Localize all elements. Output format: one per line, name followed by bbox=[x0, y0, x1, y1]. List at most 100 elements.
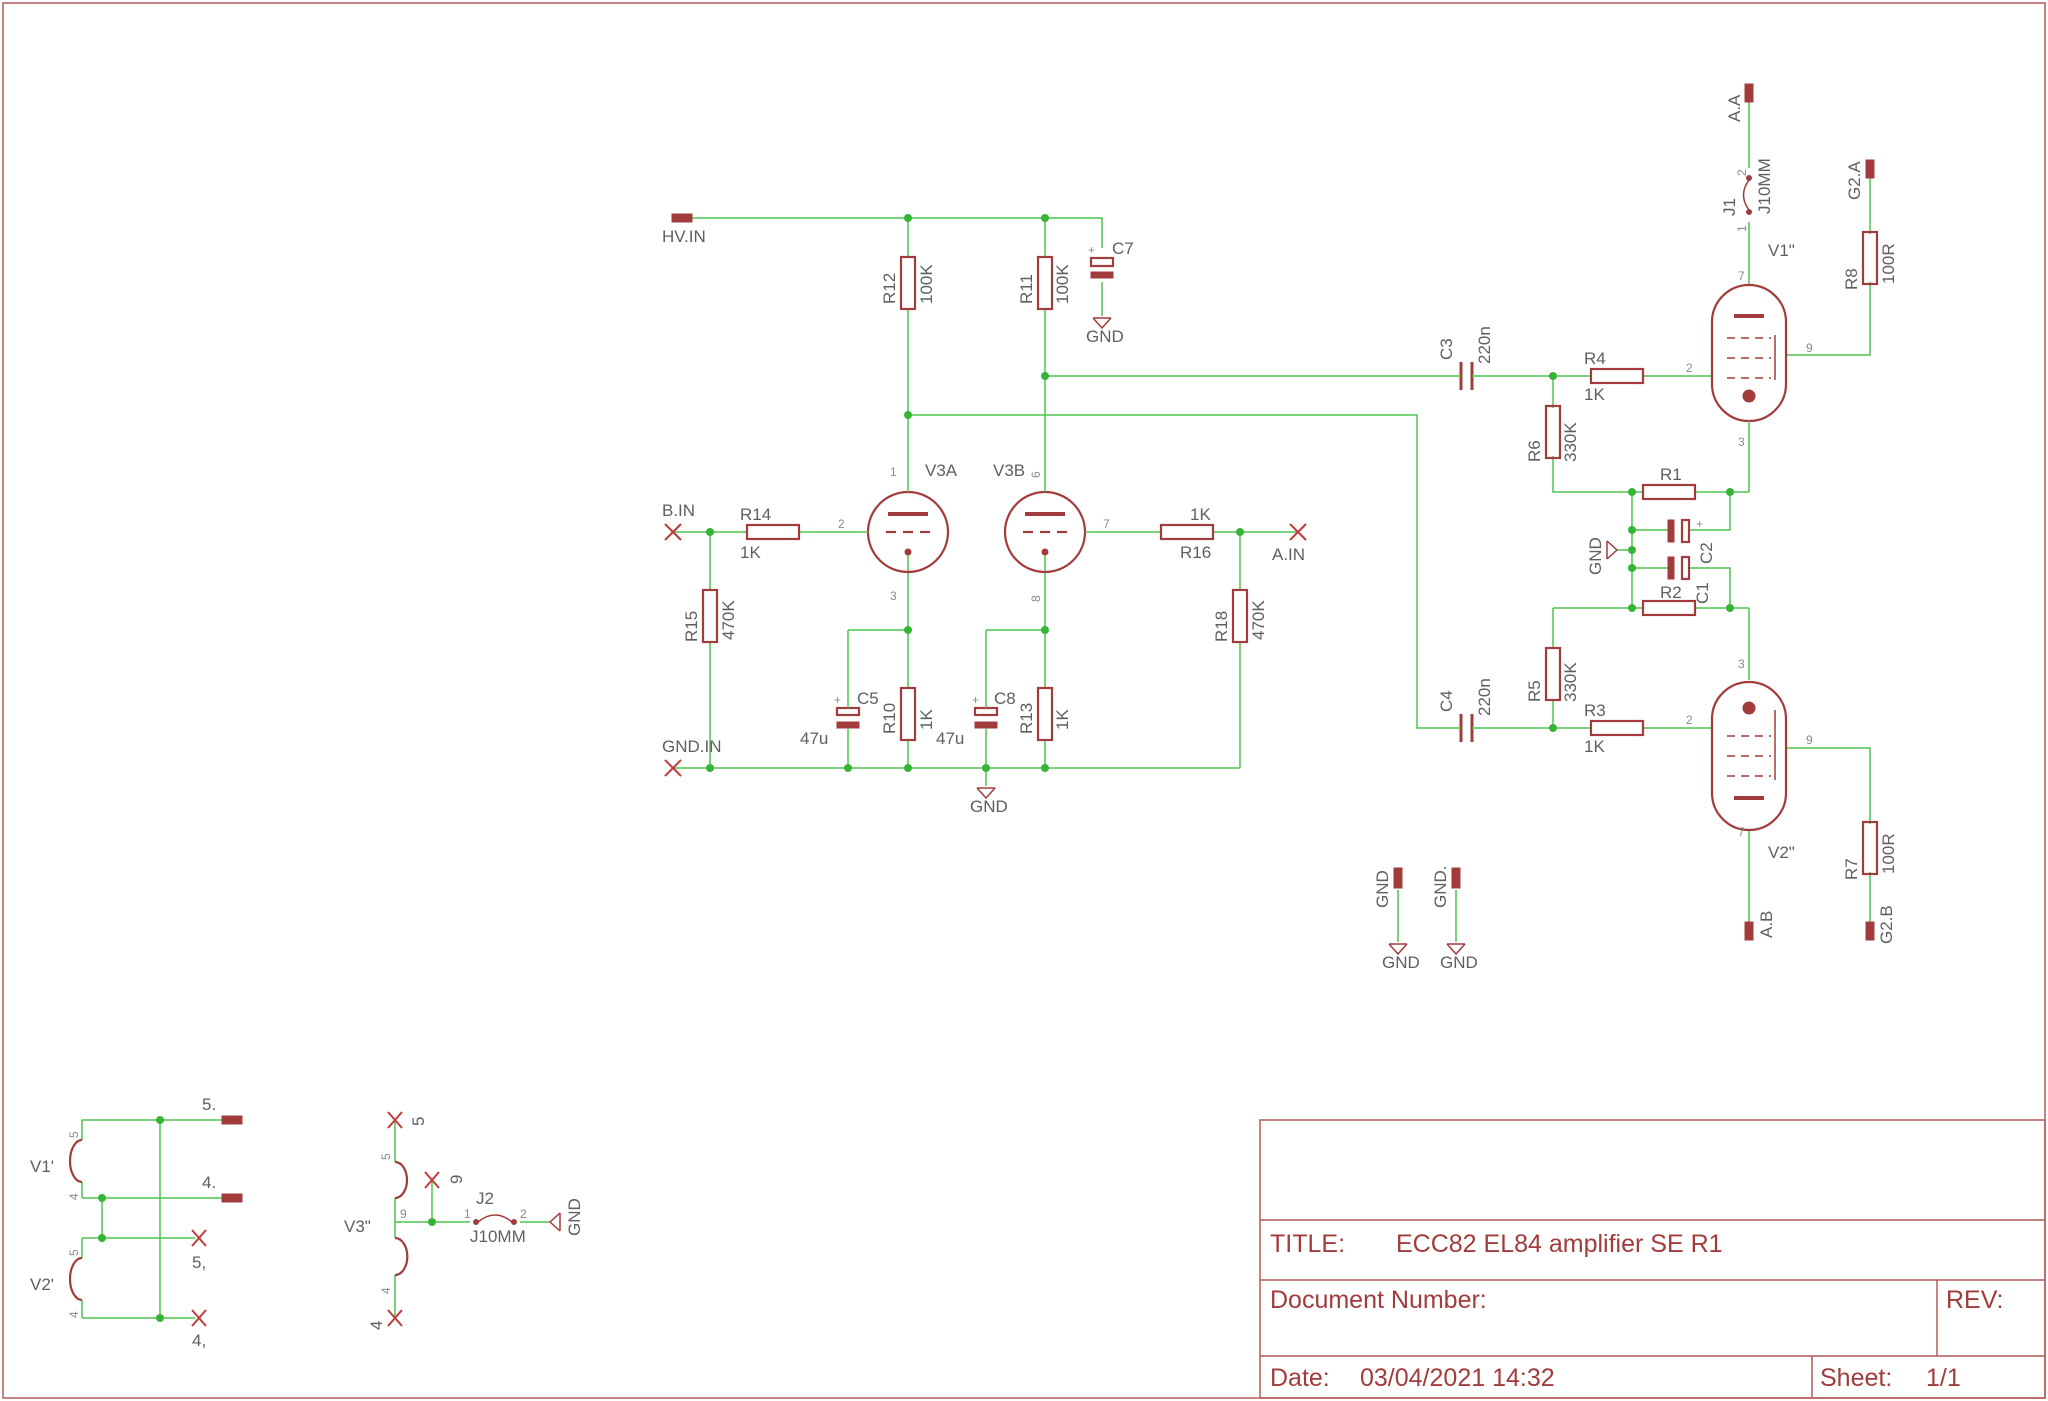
tube-v2-el84: 3 2 9 7 bbox=[1686, 657, 1813, 839]
r5-label: R5 bbox=[1525, 680, 1544, 702]
gnd-in-label: GND.IN bbox=[662, 737, 722, 756]
rev-label: REV: bbox=[1946, 1286, 2003, 1314]
svg-text:2: 2 bbox=[1735, 169, 1749, 176]
jumper-j2: 1 2 bbox=[464, 1207, 527, 1225]
v3a-label: V3A bbox=[925, 461, 958, 480]
svg-text:7: 7 bbox=[1103, 517, 1110, 531]
title-block bbox=[1259, 1119, 2046, 1399]
r3-label: R3 bbox=[1584, 701, 1606, 720]
resistor-r18 bbox=[1231, 588, 1249, 644]
svg-text:5: 5 bbox=[67, 1249, 81, 1256]
r2-label: R2 bbox=[1660, 583, 1682, 602]
v2pp-label: V2" bbox=[1768, 843, 1795, 862]
gnd-in-terminal bbox=[664, 759, 682, 777]
resistor-r8 bbox=[1861, 230, 1879, 286]
gnd-symbol-2-label: GND bbox=[1440, 953, 1478, 972]
node-5-comma-terminal bbox=[191, 1229, 207, 1247]
r7-value: 100R bbox=[1879, 833, 1898, 874]
node-5-label: 5 bbox=[409, 1117, 428, 1126]
hv-in-label: HV.IN bbox=[662, 227, 706, 246]
v3pp-label: V3" bbox=[344, 1217, 371, 1236]
node-9-label: 9 bbox=[447, 1175, 466, 1184]
j2-value: J10MM bbox=[470, 1227, 526, 1246]
r12-value: 100K bbox=[917, 264, 936, 304]
b-in-label: B.IN bbox=[662, 501, 695, 520]
tube-v1-el84: 7 2 9 3 bbox=[1686, 269, 1813, 449]
node-4-comma-terminal bbox=[191, 1309, 207, 1327]
c5-value: 47u bbox=[800, 729, 828, 748]
gnd-label-j2: GND bbox=[565, 1198, 584, 1236]
g2-a-label: G2.A bbox=[1845, 161, 1864, 200]
wires bbox=[81, 100, 1871, 1319]
svg-text:+: + bbox=[1088, 243, 1095, 257]
gnd-symbol-j2 bbox=[548, 1212, 561, 1232]
a-in-label: A.IN bbox=[1272, 545, 1305, 564]
gnd-symbol-cathode bbox=[1606, 540, 1619, 560]
resistor-r14 bbox=[745, 523, 801, 541]
c3-label: C3 bbox=[1437, 338, 1456, 360]
resistor-r3 bbox=[1589, 719, 1645, 737]
gnd-connector bbox=[1393, 867, 1403, 889]
svg-text:9: 9 bbox=[1806, 733, 1813, 747]
svg-text:3: 3 bbox=[1738, 435, 1745, 449]
g2-a-connector bbox=[1865, 159, 1875, 179]
resistor-r1 bbox=[1641, 483, 1697, 501]
node-5-dot-connector bbox=[221, 1115, 243, 1125]
capacitor-c7: + bbox=[1088, 243, 1115, 279]
gnd-label-bus: GND bbox=[970, 797, 1008, 816]
r15-value: 470K bbox=[719, 600, 738, 640]
r13-label: R13 bbox=[1017, 703, 1036, 734]
title-text: ECC82 EL84 amplifier SE R1 bbox=[1396, 1230, 1723, 1258]
node-4-terminal bbox=[387, 1309, 403, 1327]
resistor-r5 bbox=[1544, 646, 1562, 702]
r5-value: 330K bbox=[1561, 662, 1580, 702]
node-5-terminal bbox=[387, 1111, 403, 1129]
r10-value: 1K bbox=[917, 709, 936, 730]
svg-text:1: 1 bbox=[890, 465, 897, 479]
resistor-r16 bbox=[1159, 523, 1215, 541]
r10-label: R10 bbox=[880, 703, 899, 734]
svg-text:8: 8 bbox=[1029, 595, 1043, 602]
gnd-label-c7: GND bbox=[1086, 327, 1124, 346]
svg-text:7: 7 bbox=[1738, 269, 1745, 283]
svg-text:1: 1 bbox=[1735, 225, 1749, 232]
svg-text:2: 2 bbox=[520, 1207, 527, 1221]
node-4-label: 4 bbox=[367, 1321, 386, 1330]
resistor-r6 bbox=[1544, 404, 1562, 460]
node-4-dot-connector bbox=[221, 1193, 243, 1203]
j1-value: J10MM bbox=[1755, 158, 1774, 214]
date-value: 03/04/2021 14:32 bbox=[1360, 1364, 1555, 1392]
svg-text:2: 2 bbox=[1686, 361, 1693, 375]
v2p-label: V2' bbox=[30, 1275, 54, 1294]
gnd-label-cathode: GND bbox=[1586, 537, 1605, 575]
r8-label: R8 bbox=[1842, 268, 1861, 290]
svg-text:2: 2 bbox=[838, 517, 845, 531]
title-label: TITLE: bbox=[1270, 1230, 1345, 1258]
svg-text:6: 6 bbox=[1029, 471, 1043, 478]
r6-label: R6 bbox=[1525, 440, 1544, 462]
v1pp-label: V1" bbox=[1768, 241, 1795, 260]
date-label: Date: bbox=[1270, 1364, 1330, 1392]
capacitor-c1 bbox=[1667, 555, 1691, 581]
r8-value: 100R bbox=[1879, 243, 1898, 284]
heater-v3-upper bbox=[394, 1160, 409, 1200]
svg-text:9: 9 bbox=[400, 1207, 407, 1221]
svg-text:+: + bbox=[834, 693, 841, 707]
resistor-r12 bbox=[899, 255, 917, 311]
svg-text:4: 4 bbox=[379, 1287, 393, 1294]
c5-label: C5 bbox=[857, 689, 879, 708]
sheet-label: Sheet: bbox=[1820, 1364, 1892, 1392]
a-b-connector bbox=[1744, 921, 1754, 941]
node-9-terminal bbox=[424, 1171, 440, 1189]
a-in-terminal bbox=[1289, 523, 1307, 541]
svg-text:5: 5 bbox=[379, 1153, 393, 1160]
gnd-dot-connector bbox=[1451, 867, 1461, 889]
capacitor-c5: + bbox=[834, 693, 861, 729]
gnd-connector-label: GND bbox=[1373, 870, 1392, 908]
r4-value: 1K bbox=[1584, 385, 1605, 404]
svg-text:2: 2 bbox=[1686, 713, 1693, 727]
capacitor-c4 bbox=[1459, 714, 1474, 742]
node-5-comma-label: 5, bbox=[192, 1253, 206, 1272]
v3b-label: V3B bbox=[993, 461, 1025, 480]
